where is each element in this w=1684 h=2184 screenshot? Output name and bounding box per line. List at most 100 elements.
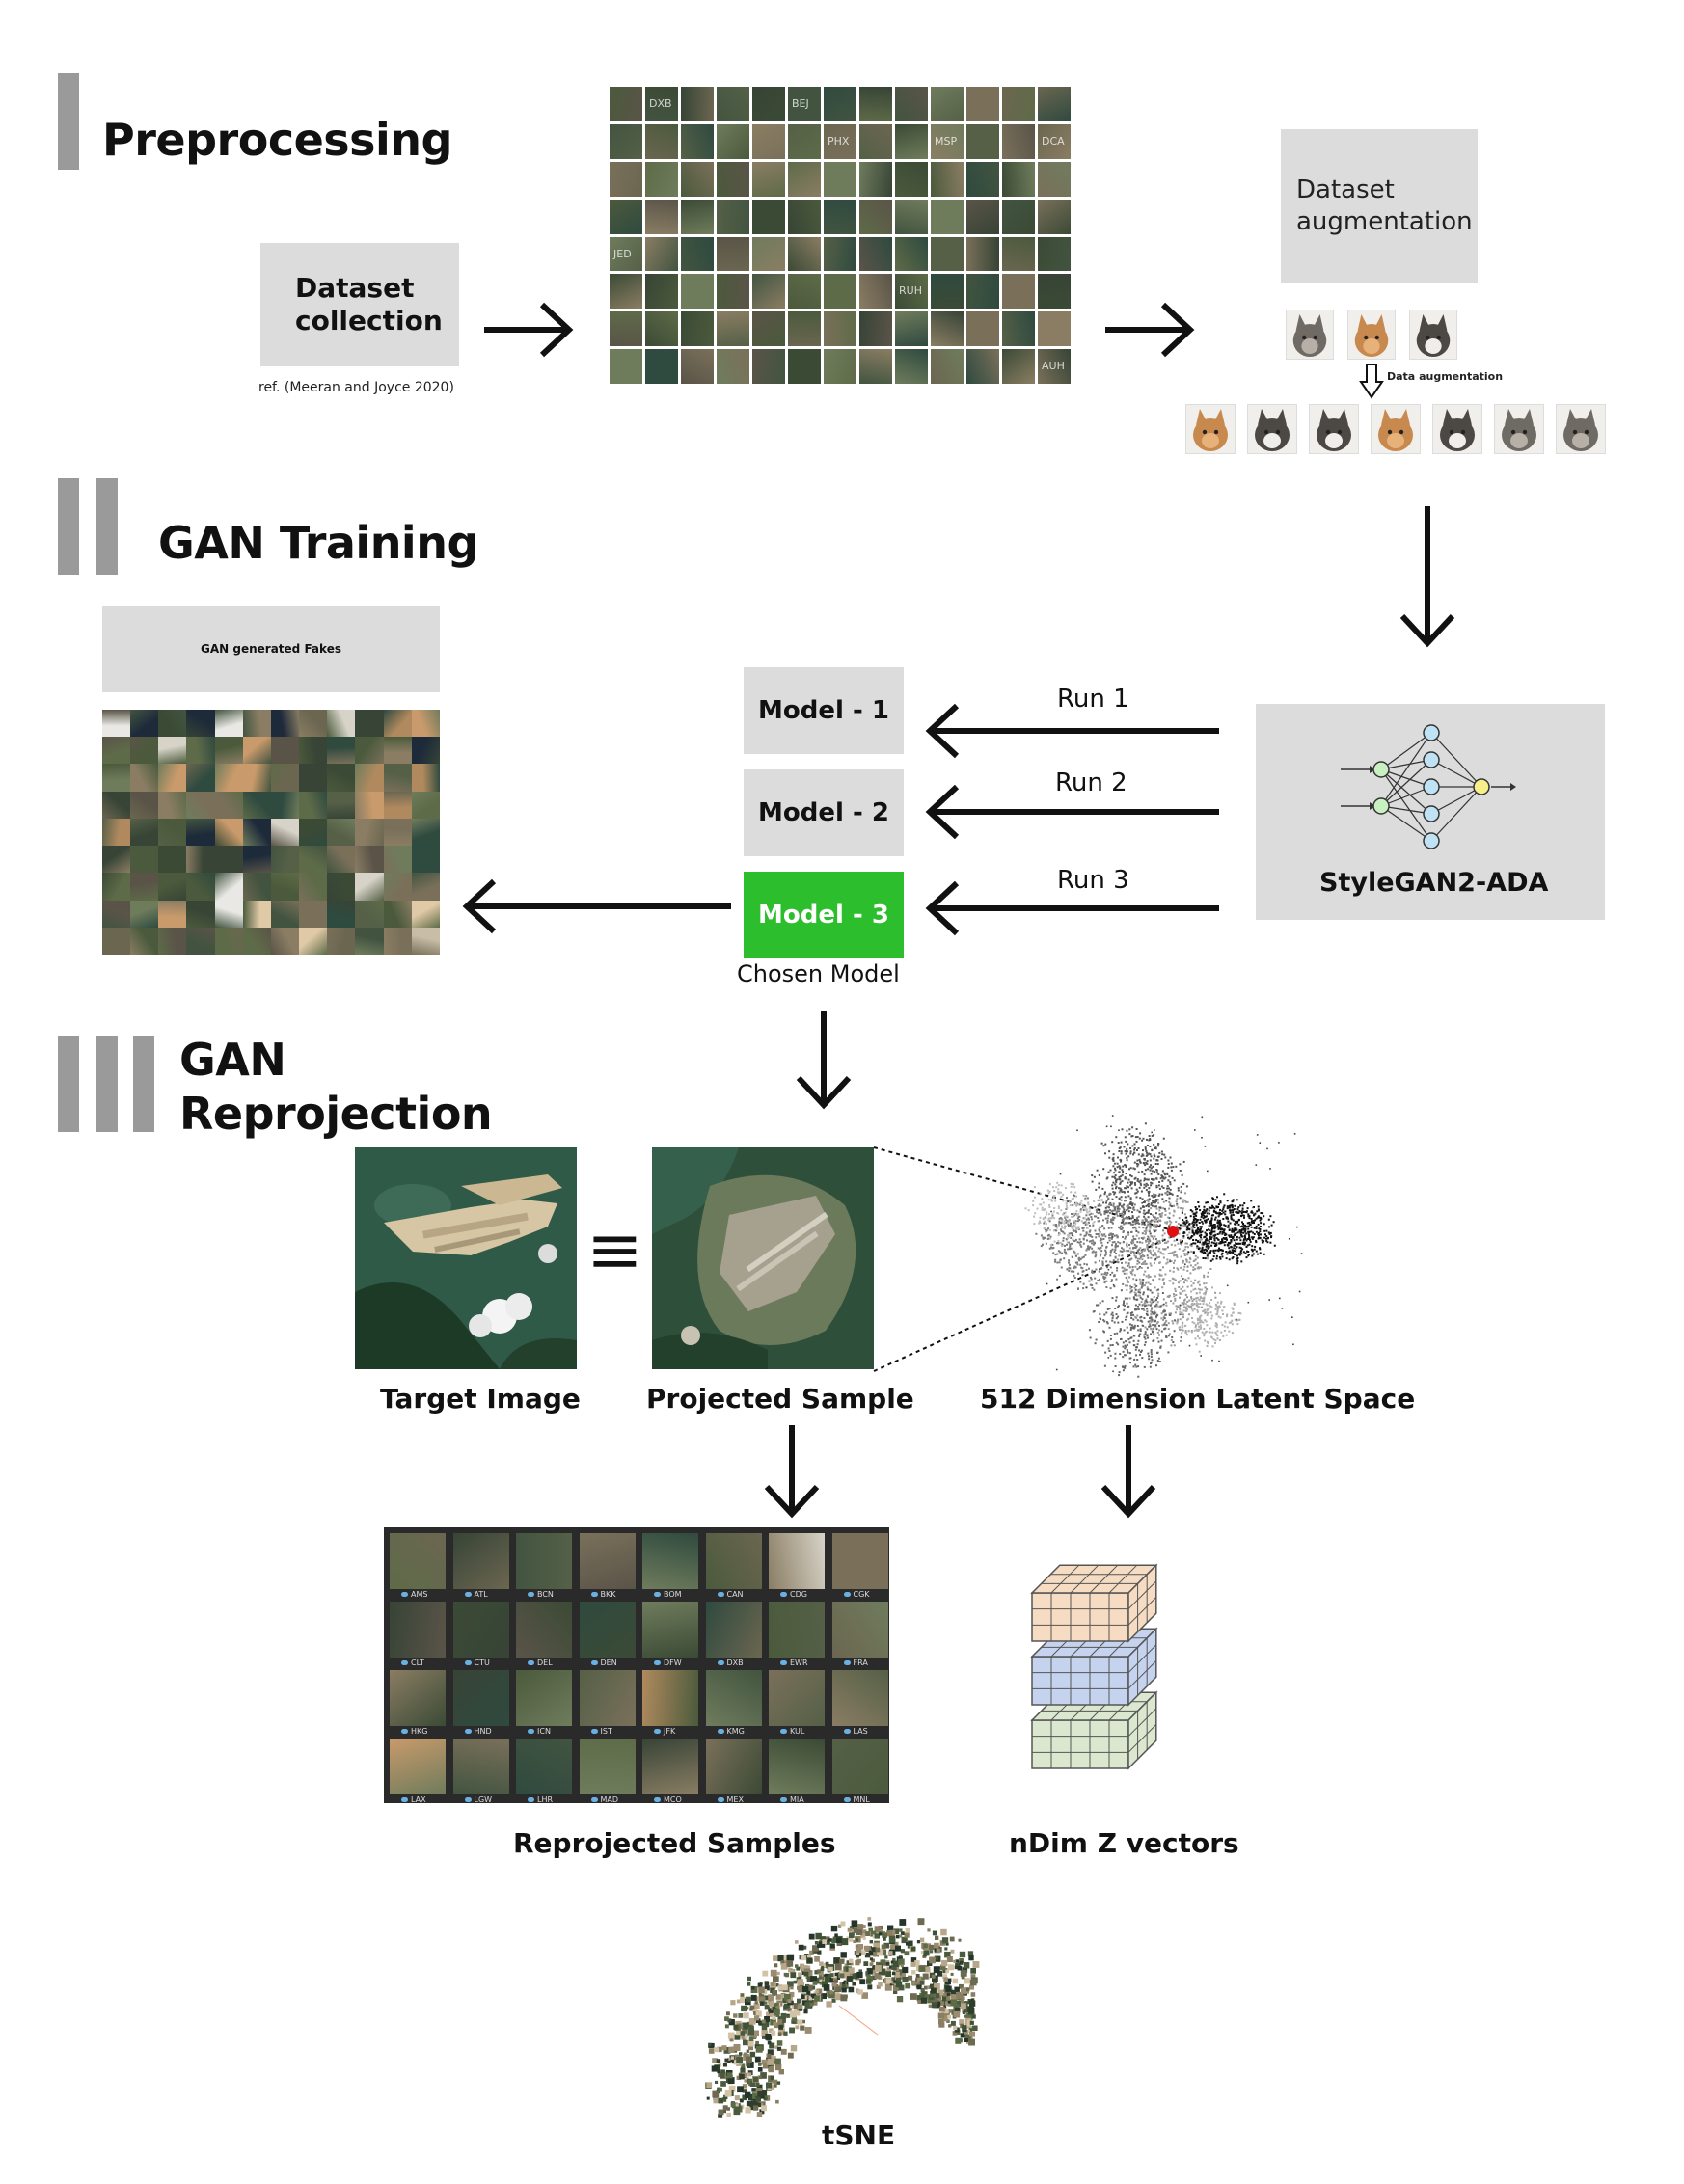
satellite-tile xyxy=(1002,349,1035,384)
section-marker-iii-c xyxy=(133,1036,154,1132)
fake-tile xyxy=(383,927,412,955)
preprocessing-title: Preprocessing xyxy=(102,114,452,166)
reprojected-tile xyxy=(769,1670,825,1726)
airport-code-label: CDG xyxy=(790,1590,807,1599)
tile-code-label: DXB xyxy=(649,97,672,110)
satellite-tile xyxy=(824,274,856,310)
cloud-icon xyxy=(717,1592,724,1597)
satellite-tile xyxy=(824,161,856,197)
satellite-tile xyxy=(859,349,892,384)
fake-tile xyxy=(411,764,440,792)
fake-tile xyxy=(214,737,243,765)
fake-tile xyxy=(158,846,187,874)
fake-tile xyxy=(214,818,243,847)
satellite-tile xyxy=(859,311,892,347)
satellite-tile xyxy=(895,311,928,347)
satellite-tile xyxy=(966,311,999,347)
cat-image xyxy=(1410,310,1456,359)
airport-code-label: ICN xyxy=(537,1727,551,1736)
fake-tile xyxy=(158,764,187,792)
satellite-tile xyxy=(681,123,714,159)
fake-tile xyxy=(158,927,187,955)
fake-tile xyxy=(242,764,271,792)
airport-code-label: MEX xyxy=(726,1795,744,1804)
fake-tile xyxy=(130,791,159,819)
fake-tile xyxy=(102,873,131,901)
satellite-tile xyxy=(859,199,892,234)
satellite-tile xyxy=(966,199,999,234)
projection-dashed-lines xyxy=(873,1146,1174,1372)
tile-code-label: MSP xyxy=(935,134,958,148)
satellite-tile xyxy=(645,161,678,197)
fake-tile xyxy=(355,873,384,901)
fake-tile xyxy=(186,764,215,792)
cloud-icon xyxy=(654,1797,661,1802)
fake-tile xyxy=(158,737,187,765)
fake-tile xyxy=(158,818,187,847)
target-image-label: Target Image xyxy=(380,1383,581,1415)
fake-tile xyxy=(355,791,384,819)
cloud-icon xyxy=(590,1660,598,1665)
satellite-tile xyxy=(931,349,964,384)
satellite-tile xyxy=(717,123,749,159)
airport-code-label: LHR xyxy=(537,1795,554,1804)
airport-code-label: KUL xyxy=(790,1727,805,1736)
satellite-tile xyxy=(931,274,964,310)
tsne-embedding-cloud xyxy=(705,1917,980,2118)
section-marker-ii-a xyxy=(58,478,79,575)
cloud-icon xyxy=(843,1592,851,1597)
satellite-tile xyxy=(788,236,821,272)
fake-tile xyxy=(411,737,440,765)
fake-tile xyxy=(411,846,440,874)
reprojected-tile xyxy=(705,1602,762,1658)
satellite-tile xyxy=(717,311,749,347)
z-vectors-cube-stack xyxy=(1030,1563,1158,1770)
fake-tile xyxy=(242,927,271,955)
projected-sample-label: Projected Sample xyxy=(646,1383,914,1415)
fake-tile xyxy=(186,846,215,874)
airport-code-label: AMS xyxy=(411,1590,428,1599)
cloud-icon xyxy=(780,1592,787,1597)
satellite-tile xyxy=(681,161,714,197)
section-marker-iii-b xyxy=(96,1036,118,1132)
fake-tile xyxy=(158,710,187,738)
reprojected-tile xyxy=(769,1533,825,1589)
airport-code-label: DFW xyxy=(664,1658,682,1667)
fake-tile xyxy=(214,900,243,928)
reprojected-tile xyxy=(452,1739,509,1794)
cat-image xyxy=(1287,310,1333,359)
fake-tile xyxy=(102,846,131,874)
satellite-tile xyxy=(1038,199,1071,234)
gan-generated-fakes-grid xyxy=(102,710,440,955)
fake-tile xyxy=(270,900,300,928)
satellite-tile xyxy=(931,161,964,197)
satellite-tile xyxy=(966,87,999,121)
section-marker-iii-a xyxy=(58,1036,79,1132)
cloud-icon xyxy=(528,1660,534,1665)
fake-tile xyxy=(299,764,328,792)
satellite-tile xyxy=(895,199,928,234)
cloud-icon xyxy=(528,1797,534,1802)
satellite-tile xyxy=(931,311,964,347)
dataset-augmentation-label: Dataset augmentation xyxy=(1296,175,1473,236)
fake-tile xyxy=(130,873,159,901)
fake-tile xyxy=(327,791,356,819)
fake-tile xyxy=(327,927,356,955)
reprojected-tile xyxy=(390,1670,446,1726)
airport-code-label: BKK xyxy=(600,1590,616,1599)
reprojected-samples-label: Reprojected Samples xyxy=(513,1827,836,1859)
fake-tile xyxy=(186,737,215,765)
reprojected-tile xyxy=(831,1533,888,1589)
cat-image xyxy=(1372,405,1420,453)
airport-code-label: LGW xyxy=(474,1795,493,1804)
satellite-tile xyxy=(824,311,856,347)
satellite-tile xyxy=(788,161,821,197)
fake-tile xyxy=(214,710,243,738)
airport-code-label: MNL xyxy=(853,1795,870,1804)
fake-tile xyxy=(299,791,328,819)
satellite-tile xyxy=(645,349,678,384)
fake-tile xyxy=(299,737,328,765)
satellite-tile xyxy=(717,199,749,234)
arrow-down-3 xyxy=(764,1425,820,1519)
